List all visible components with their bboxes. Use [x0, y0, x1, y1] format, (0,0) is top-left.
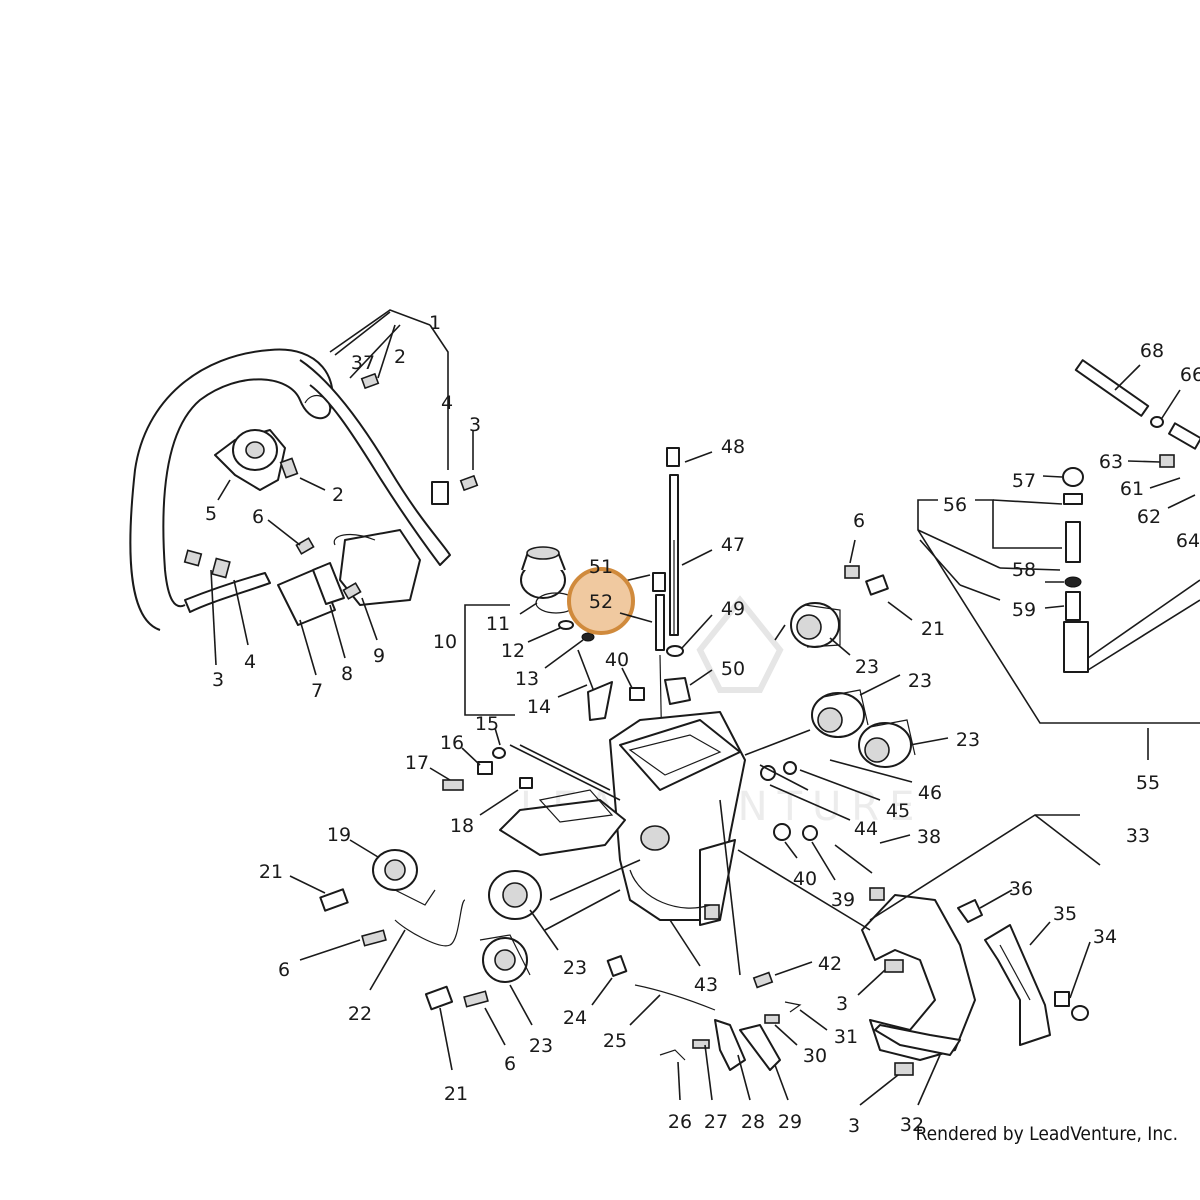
callout-label-48: 48: [721, 436, 745, 458]
callout-label-42: 42: [818, 953, 842, 975]
callout-label-3: 3: [212, 669, 224, 691]
rubber-bushings: [372, 602, 916, 983]
front-handle: [129, 348, 451, 631]
callout-label-49: 49: [721, 598, 745, 620]
callout-label-56: 56: [943, 494, 967, 516]
callout-label-19: 19: [327, 824, 351, 846]
callout-label-23: 23: [529, 1035, 553, 1057]
callout-label-1: 1: [429, 312, 441, 334]
callout-label-35: 35: [1053, 903, 1077, 925]
leader-lines: [210, 309, 1200, 1106]
callout-label-11: 11: [486, 613, 510, 635]
callout-label-12: 12: [501, 640, 525, 662]
callout-label-23: 23: [908, 670, 932, 692]
rear-handle: [861, 894, 1051, 1061]
callout-label-25: 25: [603, 1030, 627, 1052]
callout-label-2: 2: [394, 346, 406, 368]
callout-label-57: 57: [1012, 470, 1036, 492]
callout-label-62: 62: [1137, 506, 1161, 528]
callout-label-16: 16: [440, 732, 464, 754]
credit-text: Rendered by LeadVenture, Inc.: [916, 1123, 1178, 1145]
callout-label-58: 58: [1012, 559, 1036, 581]
callout-label-33: 33: [1126, 825, 1150, 847]
callout-label-17: 17: [405, 752, 429, 774]
callout-label-46: 46: [918, 782, 942, 804]
callout-label-23: 23: [855, 656, 879, 678]
fuel-cap: [520, 546, 595, 642]
callout-label-22: 22: [348, 1003, 372, 1025]
callout-label-14: 14: [527, 696, 551, 718]
callout-label-8: 8: [341, 663, 353, 685]
callout-label-21: 21: [921, 618, 945, 640]
main-housing: [609, 711, 746, 926]
bolts: [183, 372, 479, 600]
callout-label-27: 27: [704, 1111, 728, 1133]
callout-label-36: 36: [1009, 878, 1033, 900]
right-assembly: [1062, 359, 1200, 673]
fuel-filter-hose: [577, 649, 613, 721]
callout-label-38: 38: [917, 826, 941, 848]
callout-label-9: 9: [373, 645, 385, 667]
callout-label-15: 15: [475, 713, 499, 735]
callout-label-64: 64: [1176, 530, 1200, 552]
callout-label-21: 21: [444, 1083, 468, 1105]
callout-label-39: 39: [831, 889, 855, 911]
callout-label-45: 45: [886, 800, 910, 822]
callout-label-4: 4: [244, 651, 256, 673]
callout-label-30: 30: [803, 1045, 827, 1067]
callout-label-59: 59: [1012, 599, 1036, 621]
clamp-bracket: [277, 481, 449, 626]
callout-label-23: 23: [956, 729, 980, 751]
callout-label-28: 28: [741, 1111, 765, 1133]
callout-label-6: 6: [853, 510, 865, 532]
callout-label-31: 31: [834, 1026, 858, 1048]
callout-label-44: 44: [854, 818, 878, 840]
handle-mount: [214, 429, 286, 491]
callout-label-50: 50: [721, 658, 745, 680]
callout-label-40: 40: [793, 868, 817, 890]
callout-label-highlight: 52: [589, 591, 613, 613]
callout-label-3: 3: [836, 993, 848, 1015]
callout-label-6: 6: [504, 1053, 516, 1075]
callout-label-51: 51: [589, 556, 613, 578]
highlight-52[interactable]: 52: [567, 567, 653, 635]
callout-label-2: 2: [332, 484, 344, 506]
callout-label-55: 55: [1136, 772, 1160, 794]
callout-label-43: 43: [694, 974, 718, 996]
callout-label-5: 5: [205, 503, 217, 525]
callout-label-47: 47: [721, 534, 745, 556]
callout-label-68: 68: [1140, 340, 1164, 362]
callout-label-6: 6: [278, 959, 290, 981]
callout-label-37: 37: [351, 352, 375, 374]
callout-label-7: 7: [311, 680, 323, 702]
callout-label-40: 40: [605, 649, 629, 671]
callout-label-63: 63: [1099, 451, 1123, 473]
rods: [629, 447, 691, 761]
callout-label-66: 66: [1180, 364, 1200, 386]
callout-label-3: 3: [469, 414, 481, 436]
small-hardware: [319, 565, 1089, 1076]
callout-label-24: 24: [563, 1007, 587, 1029]
callout-label-21: 21: [259, 861, 283, 883]
callout-label-18: 18: [450, 815, 474, 837]
callout-label-32: 32: [900, 1114, 924, 1136]
callout-label-3: 3: [848, 1115, 860, 1137]
callout-label-23: 23: [563, 957, 587, 979]
callout-label-26: 26: [668, 1111, 692, 1133]
callout-label-34: 34: [1093, 926, 1117, 948]
callout-label-13: 13: [515, 668, 539, 690]
callout-label-4: 4: [441, 392, 453, 414]
callout-label-6: 6: [252, 506, 264, 528]
callout-label-29: 29: [778, 1111, 802, 1133]
highlight-ring: [567, 567, 635, 635]
callout-label-10: 10: [433, 631, 457, 653]
cover-plate: [499, 744, 626, 856]
callout-label-61: 61: [1120, 478, 1144, 500]
